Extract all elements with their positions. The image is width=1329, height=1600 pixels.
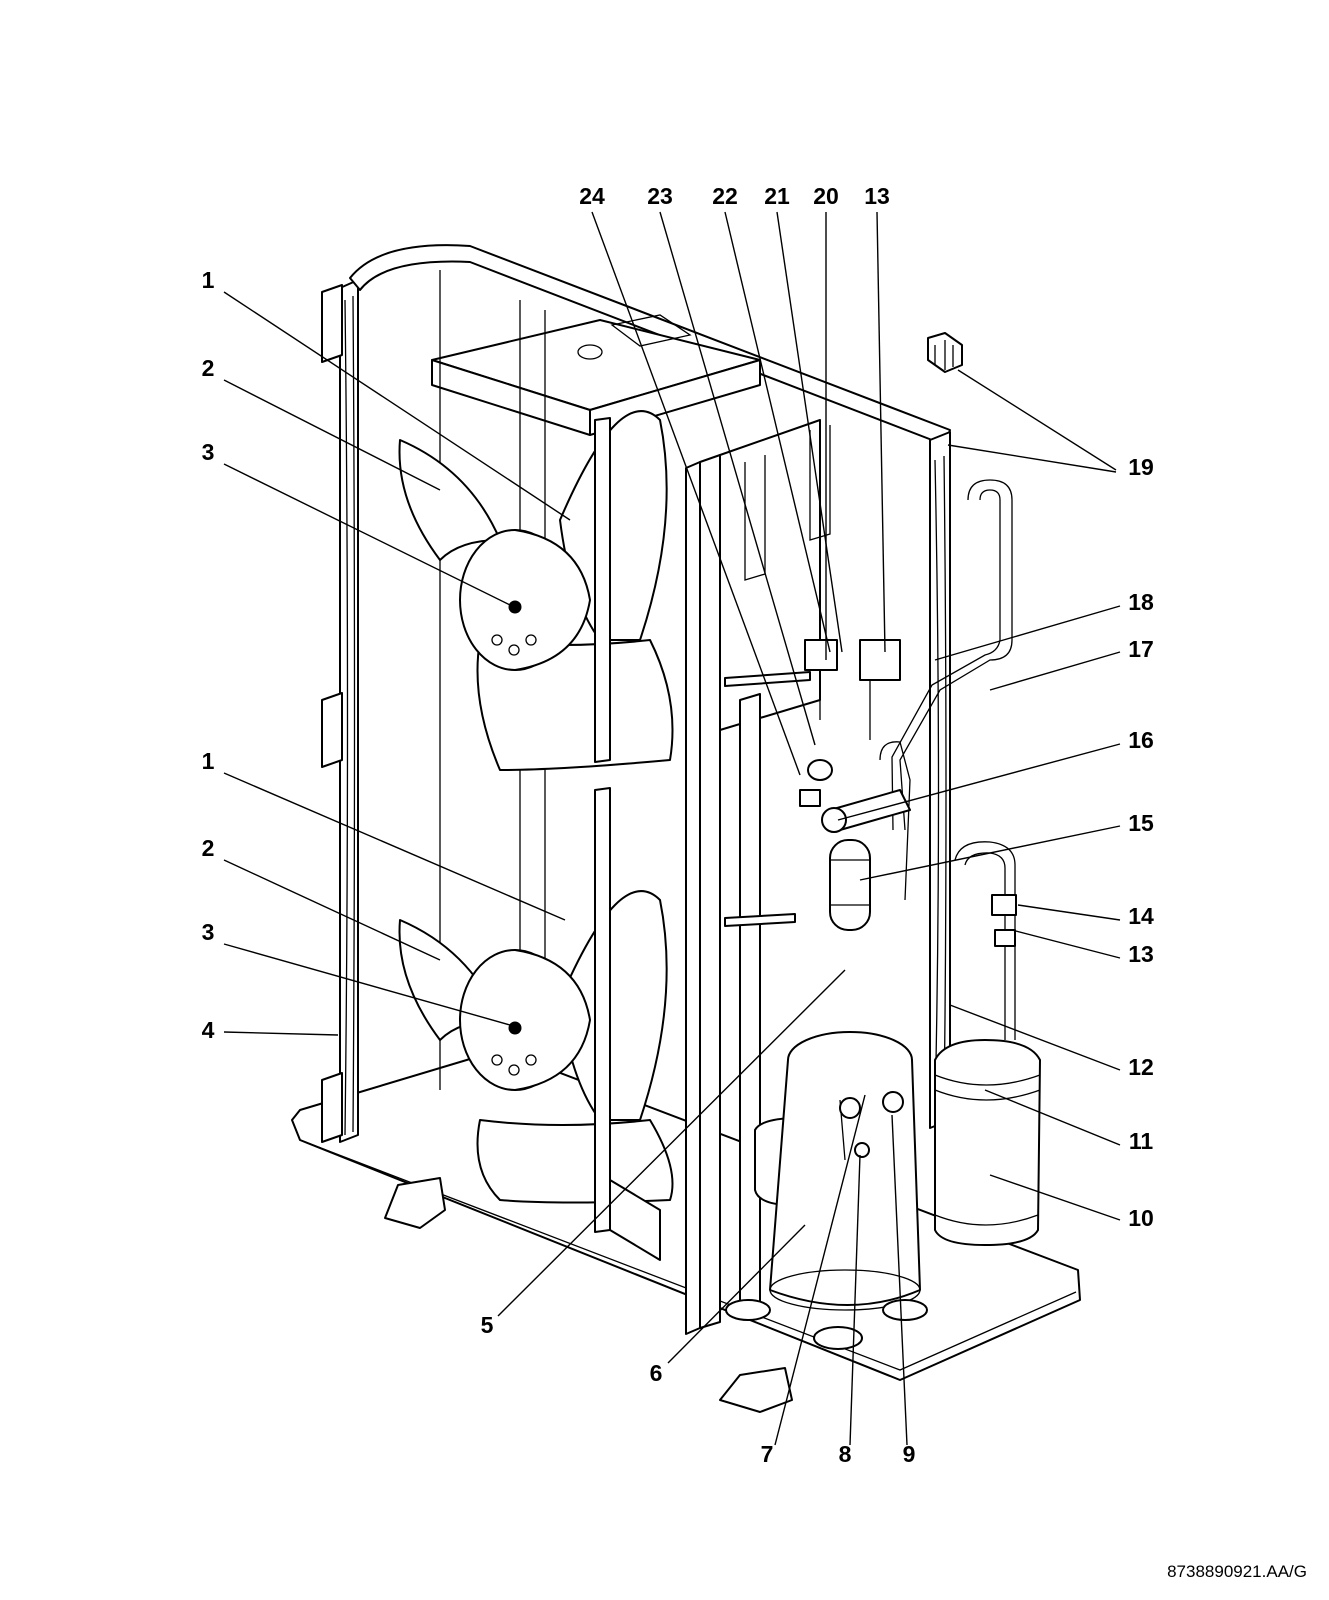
callout-2: 2 — [202, 355, 215, 381]
cable-tubes — [724, 671, 811, 927]
document-reference: 8738890921.AA/G — [1167, 1562, 1307, 1581]
callout-3: 3 — [202, 439, 215, 465]
anti-vibration-mounts — [725, 1299, 928, 1350]
callout-20: 20 — [813, 183, 839, 209]
lower-fan — [398, 890, 674, 1204]
side-coil — [929, 431, 951, 1129]
callout-23: 23 — [647, 183, 673, 209]
callout-22: 22 — [712, 183, 738, 209]
callout-1: 1 — [202, 267, 215, 293]
callout-24: 24 — [579, 183, 605, 209]
callout-17: 17 — [1128, 636, 1154, 662]
callout-8: 8 — [839, 1441, 852, 1467]
callout-19: 19 — [1128, 454, 1154, 480]
callout-18: 18 — [1128, 589, 1154, 615]
fan-motor-bracket — [594, 417, 661, 1261]
callout-2: 2 — [202, 835, 215, 861]
callout-1: 1 — [202, 748, 215, 774]
connector-plug — [927, 332, 963, 373]
compressor — [769, 1031, 921, 1311]
upper-fan — [398, 410, 674, 771]
leader-lines — [223, 211, 1121, 1446]
callout-21: 21 — [764, 183, 790, 209]
callout-9: 9 — [903, 1441, 916, 1467]
callout-13: 13 — [864, 183, 890, 209]
callout-13: 13 — [1128, 941, 1154, 967]
callout-11: 11 — [1129, 1128, 1154, 1154]
callout-16: 16 — [1128, 727, 1154, 753]
callout-5: 5 — [481, 1312, 494, 1338]
callout-7: 7 — [761, 1441, 774, 1467]
condenser-coil — [321, 279, 359, 1143]
callout-3: 3 — [202, 919, 215, 945]
top-frame — [349, 244, 951, 446]
accumulator — [934, 1039, 1041, 1246]
callout-15: 15 — [1128, 810, 1154, 836]
callout-10: 10 — [1128, 1205, 1154, 1231]
pipework — [879, 479, 1017, 1040]
callout-14: 14 — [1128, 903, 1154, 929]
callout-4: 4 — [202, 1017, 215, 1043]
callout-12: 12 — [1128, 1054, 1154, 1080]
filter-dryer — [829, 839, 871, 931]
valve-block — [799, 639, 911, 833]
callout-6: 6 — [650, 1360, 663, 1386]
unit-artwork — [223, 211, 1121, 1446]
